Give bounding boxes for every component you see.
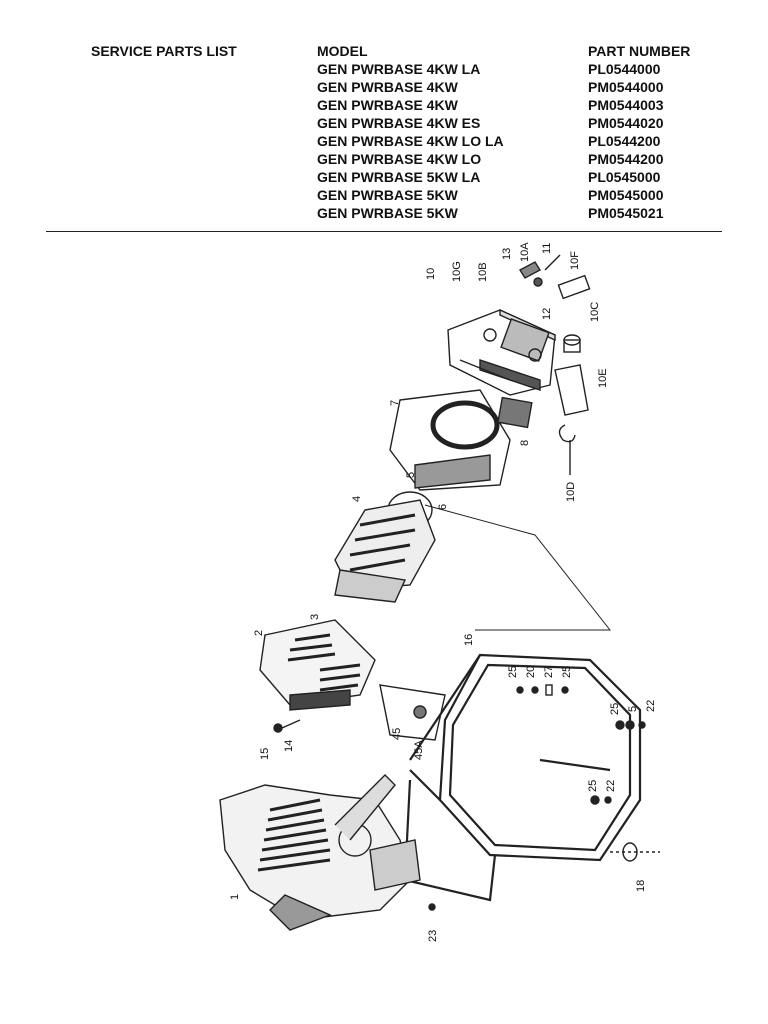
callout-label: 10E [597,368,609,388]
callout-label: 15 [259,748,271,760]
callout-label: 10A [519,242,531,262]
stator-housing-drawing [389,389,533,491]
exploded-parts-diagram: 10 10G 10B 13 10A 11 10F 12 10C 10E 7 8 … [219,242,660,942]
callout-label: 7 [389,400,401,406]
header-divider [46,231,722,232]
callout-label: 3 [309,614,321,620]
part-number-column-heading: PART NUMBER [588,43,691,59]
callout-label: 45A [413,740,425,760]
rotor-drawing [334,491,436,603]
callout-label: 6 [437,504,449,510]
part-number-row: PL0544200 [588,133,661,149]
part-number-row: PL0544000 [588,61,661,77]
model-row: GEN PWRBASE 4KW LA [317,61,481,77]
fan-housing-drawing [259,619,376,711]
bracket-drawing [379,684,446,741]
callout-label: 14 [283,740,295,752]
callout-label: 25 [587,780,599,792]
part-number-list: PL0544000 PM0544000 PM0544003 PM0544020 … [588,60,664,222]
callout-label: 45 [391,728,403,740]
control-panel-drawing [447,308,556,396]
model-row: GEN PWRBASE 4KW LO [317,151,482,167]
callout-label: 12 [541,308,553,320]
model-row: GEN PWRBASE 4KW [317,97,458,113]
model-row: GEN PWRBASE 4KW LO LA [317,133,504,149]
model-row: GEN PWRBASE 5KW LA [317,169,481,185]
model-row: GEN PWRBASE 4KW [317,79,458,95]
callout-label: 4 [351,496,363,502]
callout-label: 10B [477,262,489,282]
callout-label: 10F [569,251,581,270]
callout-label: 22 [605,780,617,792]
hardware-drawing [273,684,660,911]
callout-label: 10G [451,261,463,282]
callout-label: 22 [645,700,657,712]
callout-label: 10C [589,302,601,322]
part-number-row: PL0545000 [588,169,661,185]
frame-drawing [403,653,642,902]
service-parts-list-title: SERVICE PARTS LIST [91,43,237,59]
model-row: GEN PWRBASE 5KW [317,205,458,221]
callout-label: 11 [541,243,553,254]
part-number-row: PM0545000 [588,187,664,203]
callout-label: 18 [635,880,647,892]
callout-label: 13 [501,248,513,260]
model-row: GEN PWRBASE 4KW ES [317,115,481,131]
part-number-row: PM0544000 [588,79,664,95]
model-list: GEN PWRBASE 4KW LA GEN PWRBASE 4KW GEN P… [317,60,504,222]
callout-labels: 10 10G 10B 13 10A 11 10F 12 10C 10E 7 8 … [229,242,657,942]
part-number-row: PM0545021 [588,205,664,221]
part-number-row: PM0544003 [588,97,664,113]
callout-label: 1 [229,894,241,900]
callout-label: 5 [627,706,639,712]
model-column-heading: MODEL [317,43,368,59]
callout-label: 27 [543,666,555,678]
callout-label: 20 [525,666,537,678]
callout-label: 2 [253,630,265,636]
callout-label: 10D [565,482,577,502]
callout-label: 25 [609,703,621,715]
engine-drawing [219,774,421,931]
callout-label: 25 [507,666,519,678]
callout-label: 5 [405,472,417,478]
callout-label: 23 [427,930,439,942]
model-row: GEN PWRBASE 5KW [317,187,458,203]
callout-label: 16 [463,634,475,646]
small-parts-top [519,254,591,475]
part-number-row: PM0544200 [588,151,664,167]
callout-label: 8 [519,440,531,446]
part-number-row: PM0544020 [588,115,664,131]
callout-label: 10 [425,268,437,280]
callout-label: 25 [561,666,573,678]
